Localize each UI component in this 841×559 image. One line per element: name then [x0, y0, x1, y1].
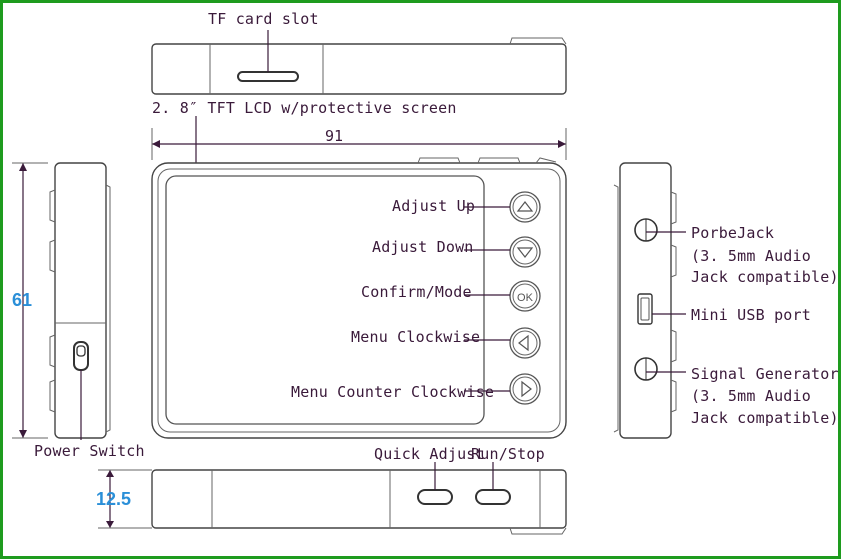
menu-clockwise-button[interactable] — [509, 327, 541, 359]
adjust-up-button[interactable] — [509, 191, 541, 223]
signal-generator-note-line2: Jack compatible) — [691, 409, 839, 427]
power-switch-label: Power Switch — [34, 442, 145, 460]
front-view — [151, 157, 567, 439]
probe-jack-note-line1: (3. 5mm Audio — [691, 247, 811, 265]
left-side-view — [49, 162, 111, 440]
bottom-view — [151, 462, 567, 535]
menu-counter-clockwise-label: Menu Counter Clockwise — [291, 383, 495, 401]
signal-generator-label: Signal Generator — [691, 365, 839, 383]
width-dimension-value: 91 — [325, 127, 344, 145]
tf-card-slot-label: TF card slot — [208, 10, 319, 28]
run-stop-label: Run/Stop — [471, 445, 545, 463]
adjust-up-label: Adjust Up — [392, 197, 476, 215]
depth-dimension-line — [98, 469, 152, 529]
right-side-view — [613, 162, 677, 439]
probe-jack-label: PorbeJack — [691, 224, 775, 242]
menu-counter-clockwise-button[interactable] — [509, 373, 541, 405]
probe-jack-note-line2: Jack compatible) — [691, 268, 839, 286]
mini-usb-label: Mini USB port — [691, 306, 811, 324]
tf-card-slot — [237, 71, 299, 82]
top-view — [151, 30, 567, 95]
confirm-mode-button[interactable]: OK — [509, 280, 541, 312]
ok-glyph: OK — [517, 292, 534, 304]
probe-jack-port[interactable] — [634, 218, 658, 242]
signal-generator-port[interactable] — [634, 357, 658, 381]
height-dimension-value: 61 — [12, 290, 33, 310]
signal-generator-note-line1: (3. 5mm Audio — [691, 387, 811, 405]
mini-usb-port[interactable] — [637, 293, 653, 325]
run-stop-button[interactable] — [475, 489, 511, 505]
height-dimension-line — [12, 162, 48, 439]
quick-adjust-button[interactable] — [417, 489, 453, 505]
depth-dimension-value: 12.5 — [96, 489, 132, 509]
adjust-down-button[interactable] — [509, 236, 541, 268]
lcd-label: 2. 8″ TFT LCD w/protective screen — [152, 99, 457, 117]
lcd-screen — [165, 175, 485, 425]
confirm-mode-label: Confirm/Mode — [361, 283, 472, 301]
quick-adjust-label: Quick Adjust — [374, 445, 485, 463]
menu-clockwise-label: Menu Clockwise — [351, 328, 481, 346]
width-dimension-line — [151, 128, 567, 160]
adjust-down-label: Adjust Down — [372, 238, 474, 256]
